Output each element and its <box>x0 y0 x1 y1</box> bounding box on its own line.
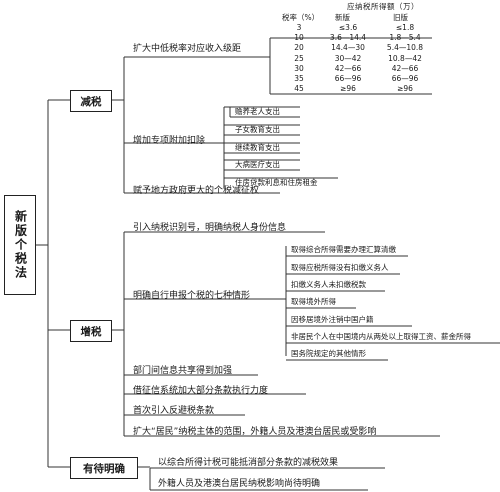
connector-rate-table <box>269 37 432 95</box>
old-bracket-cell: 42—66 <box>391 63 419 73</box>
section-zengshui: 增税 <box>70 320 112 342</box>
rate-table-title: 应纳税所得额（万） <box>347 2 419 11</box>
deduction-item: 子女教育支出 <box>235 125 280 134</box>
new-bracket-cell: 66—96 <box>334 74 362 83</box>
rate-table-col-new: 新版 <box>335 13 350 22</box>
rate-cell: 3 <box>296 23 302 32</box>
section-label: 减税 <box>80 95 102 108</box>
self-filing-case: 扣缴义务人未扣缴税款 <box>291 280 366 289</box>
self-filing-case: 因移居境外注销中国户籍 <box>291 315 374 324</box>
old-bracket-cell: 5.4—10.8 <box>386 43 424 53</box>
new-bracket-cell: 14.4—30 <box>331 43 365 53</box>
new-bracket-cell: 3.6—14.4 <box>329 33 367 43</box>
rate-cell: 30 <box>294 63 304 73</box>
deduction-item: 大病医疗支出 <box>235 160 280 169</box>
new-bracket-cell: 42—66 <box>334 63 362 73</box>
new-bracket-cell: ≥96 <box>340 84 356 94</box>
old-bracket-cell: ≥96 <box>397 84 413 94</box>
connector-deductions <box>218 107 225 178</box>
deduction-item: 赡养老人支出 <box>235 107 280 116</box>
rate-cell: 25 <box>294 53 304 63</box>
self-filing-case: 国务院规定的其他情形 <box>291 349 366 358</box>
old-bracket-cell: 1.8—5.4 <box>389 33 421 43</box>
connector-jianshui <box>111 56 280 194</box>
zengshui-item: 首次引入反避税条款 <box>133 406 215 416</box>
self-filing-case: 非居民个人在中国境内从两处以上取得工资、薪金所得 <box>291 332 471 341</box>
zengshui-item: 借征信系统加大部分条款执行力度 <box>133 386 269 396</box>
self-filing-case: 取得综合所得需要办理汇算清缴 <box>291 245 396 254</box>
youdai-item: 以综合所得计税可能抵消部分条款的减税效果 <box>158 458 339 468</box>
old-bracket-cell: 66—96 <box>391 74 419 83</box>
jianshui-item: 赋予地方政府更大的个税减征权 <box>133 186 260 196</box>
youdai-item: 外籍人员及港澳台居民纳税影响尚待明确 <box>158 479 321 489</box>
rate-cell: 35 <box>294 74 304 83</box>
new-bracket-cell: 30—42 <box>334 53 362 63</box>
root-node: 新版个税法 <box>4 195 36 295</box>
new-bracket-cell: ≤3.6 <box>338 23 358 32</box>
connector-root <box>36 99 70 468</box>
jianshui-item: 扩大中低税率对应收入级距 <box>133 44 242 54</box>
rate-cell: 45 <box>294 84 304 94</box>
rate-table-col-rate: 税率（%） <box>282 13 320 22</box>
root-label: 新版个税法 <box>13 210 28 280</box>
old-bracket-cell: 10.8—42 <box>388 53 422 63</box>
rate-cell: 10 <box>294 33 304 43</box>
connector-youdai <box>137 466 385 491</box>
self-filing-case: 取得境外所得 <box>291 297 336 306</box>
jianshui-item: 增加专项附加扣除 <box>133 136 206 146</box>
rate-cell: 20 <box>294 43 304 53</box>
section-jianshui: 减税 <box>70 90 112 112</box>
old-bracket-cell: ≤1.8 <box>395 23 415 32</box>
connector-self-filing <box>280 246 287 356</box>
zengshui-item: 部门间信息共享得到加强 <box>133 366 233 376</box>
section-label: 有待明确 <box>83 462 125 475</box>
rate-table-col-old: 旧版 <box>393 13 408 22</box>
section-label: 增税 <box>80 325 102 338</box>
zengshui-item: 明确自行申报个税的七种情形 <box>133 291 251 301</box>
zengshui-item: 引入纳税识别号，明确纳税人身份信息 <box>133 223 287 233</box>
deduction-item: 继续教育支出 <box>235 143 280 152</box>
deduction-item: 住房贷款利息和住房租金 <box>235 178 318 187</box>
section-youdai: 有待明确 <box>70 457 138 479</box>
zengshui-item: 扩大“居民”纳税主体的范围，外籍人员及港澳台居民或受影响 <box>133 427 377 437</box>
connector-zengshui <box>111 231 440 437</box>
self-filing-case: 取得应税所得没有扣缴义务人 <box>291 263 389 272</box>
